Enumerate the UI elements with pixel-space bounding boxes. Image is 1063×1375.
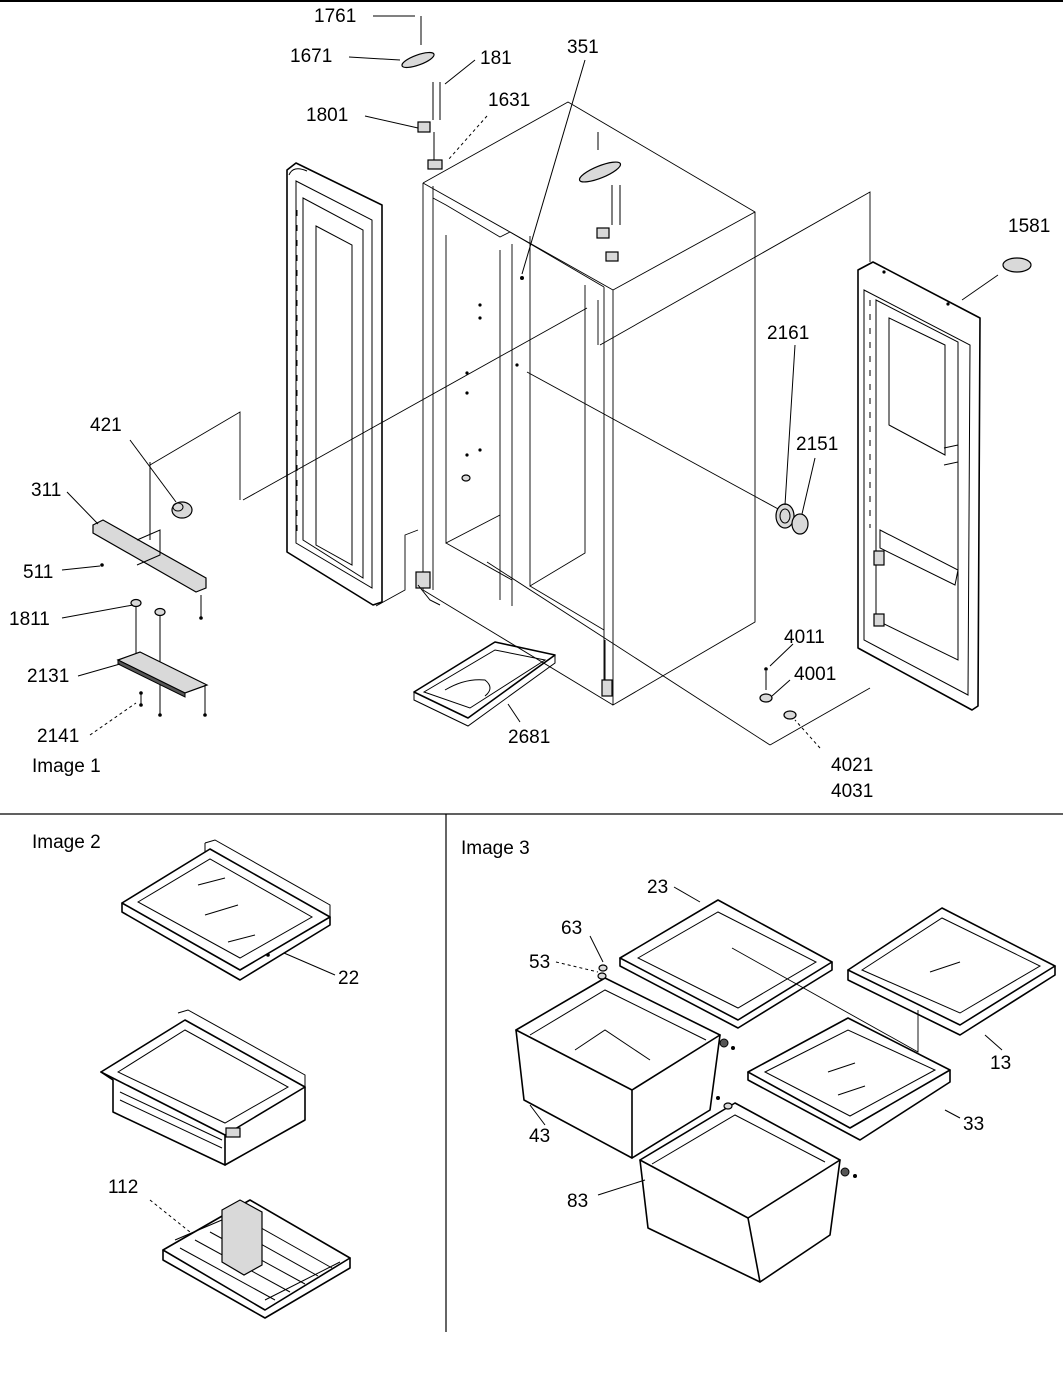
callout-112: 112 <box>108 1177 138 1198</box>
image1-label: Image 1 <box>32 756 101 777</box>
callout-23: 23 <box>647 877 668 898</box>
freezer-door <box>286 162 383 606</box>
top-hinge-left <box>401 16 443 170</box>
callout-2151: 2151 <box>796 434 838 455</box>
callout-1631: 1631 <box>488 90 530 111</box>
callout-83: 83 <box>567 1191 588 1212</box>
image2-group: Image 2 <box>32 832 359 1319</box>
callout-351: 351 <box>567 37 599 58</box>
fresh-food-door <box>857 261 981 711</box>
callout-43: 43 <box>529 1126 550 1147</box>
image1-group: 1761 1671 181 1801 1631 351 1581 2161 21… <box>9 6 1050 802</box>
image2-label: Image 2 <box>32 832 101 853</box>
callout-2681: 2681 <box>508 727 550 748</box>
callout-4021: 4021 <box>831 755 873 776</box>
crisper-cover-frame-23 <box>619 886 833 1029</box>
crisper-drawer-43 <box>515 964 735 1159</box>
hinge-cap-1581 <box>1002 257 1032 273</box>
callout-4001: 4001 <box>794 664 836 685</box>
callout-4031: 4031 <box>831 781 873 802</box>
image3-label: Image 3 <box>461 838 530 859</box>
ring-2161 <box>775 503 795 529</box>
callout-311: 311 <box>31 480 61 501</box>
crisper-cover-frame-33 <box>747 1017 961 1141</box>
callout-2161: 2161 <box>767 323 809 344</box>
callout-1801: 1801 <box>306 105 348 126</box>
callout-2141: 2141 <box>37 726 79 747</box>
crisper-drawer-83 <box>597 1096 857 1283</box>
callout-33: 33 <box>963 1114 984 1135</box>
shelf-with-pan <box>100 1009 306 1166</box>
callout-1761: 1761 <box>314 6 356 27</box>
plate-2131 <box>116 651 209 717</box>
refrigerator-cabinet <box>415 101 756 706</box>
callout-22: 22 <box>338 968 359 989</box>
callout-421: 421 <box>90 415 122 436</box>
callout-63: 63 <box>561 918 582 939</box>
wire-rack-112 <box>149 1199 351 1319</box>
top-hinge-right <box>578 132 622 262</box>
callout-1671: 1671 <box>290 46 332 67</box>
callout-4011: 4011 <box>784 627 825 648</box>
glass-shelf-22 <box>121 839 336 981</box>
callout-13: 13 <box>990 1053 1011 1074</box>
callout-511: 511 <box>23 562 53 583</box>
image3-group: Image 3 <box>461 838 1056 1283</box>
callout-1581: 1581 <box>1008 216 1050 237</box>
callout-2131: 2131 <box>27 666 69 687</box>
drip-pan-2681 <box>413 641 556 727</box>
bottom-hinge-311 <box>92 462 207 715</box>
callout-53: 53 <box>529 952 550 973</box>
washer-4001 <box>759 693 773 703</box>
cap-2151 <box>791 513 809 535</box>
callout-181: 181 <box>480 48 512 69</box>
image1-leaders <box>61 15 821 749</box>
glass-shelf-13 <box>847 907 1056 1051</box>
freezer-door-bin-slots <box>296 210 304 532</box>
callout-1811: 1811 <box>9 609 50 630</box>
bushing-4021 <box>783 710 797 720</box>
